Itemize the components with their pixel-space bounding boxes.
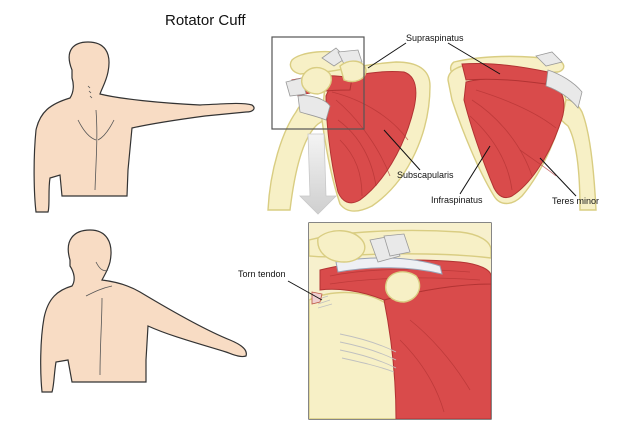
posterior-shoulder <box>447 51 597 211</box>
diagram-title: Rotator Cuff <box>165 12 246 29</box>
zoom-arrow <box>299 133 337 215</box>
leader-lines <box>287 42 577 301</box>
leader-supraspinatus-right <box>447 42 501 75</box>
leader-teres-minor <box>539 157 577 197</box>
body-arm-lowered <box>40 229 247 393</box>
label-supraspinatus: Supraspinatus <box>406 33 464 43</box>
anterior-shoulder <box>267 47 431 212</box>
body-arm-raised <box>33 41 255 213</box>
label-infraspinatus: Infraspinatus <box>431 195 483 205</box>
leader-subscapularis <box>383 129 421 171</box>
label-teres-minor: Teres minor <box>552 196 600 206</box>
zoom-frame <box>271 36 365 130</box>
label-torn-tendon: Torn tendon <box>238 269 286 279</box>
zoom-panel <box>308 222 492 420</box>
label-subscapularis: Subscapularis <box>397 170 454 180</box>
leader-infraspinatus <box>459 145 491 195</box>
leader-supraspinatus-left <box>367 42 407 69</box>
leader-torn-tendon <box>287 280 323 301</box>
